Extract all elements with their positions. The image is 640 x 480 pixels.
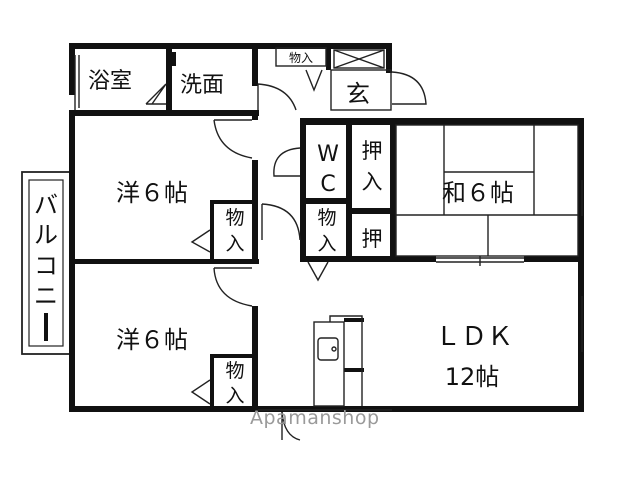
wall <box>210 200 258 204</box>
label-closet-mid-b: 入 <box>317 233 336 255</box>
balcony-label-1: バ <box>34 191 58 219</box>
wall <box>344 368 364 372</box>
label-washroom: 洗面 <box>180 73 224 98</box>
label-closet-upper-b: 入 <box>225 233 244 255</box>
label-oshiire-2: 押 <box>362 227 383 251</box>
wall <box>578 118 584 412</box>
label-japanese: 和６帖 <box>442 179 514 207</box>
door-swing <box>273 147 301 177</box>
label-wc-c: C <box>320 172 335 197</box>
label-oshiire-1a: 押 <box>362 139 383 163</box>
room-labels: 浴室 洗面 物入 玄 W C 押 入 押 物 入 物 入 物 入 洋６帖 洋６帖… <box>88 51 514 407</box>
door-swing <box>257 83 297 111</box>
wall <box>386 43 392 73</box>
label-ldk-size: 12帖 <box>445 363 500 391</box>
wall <box>300 256 396 262</box>
wall <box>300 198 350 204</box>
wall <box>352 208 394 214</box>
balcony-inner <box>28 179 64 347</box>
balcony-label-2: ル <box>34 221 58 249</box>
label-closet-lower-a: 物 <box>225 360 244 382</box>
label-entrance: 玄 <box>346 80 370 108</box>
kitchen-wall <box>329 315 363 406</box>
wall <box>166 46 172 114</box>
label-closet-upper-a: 物 <box>225 207 244 229</box>
wall <box>210 354 214 408</box>
walls <box>69 43 584 412</box>
balcony: バ ル コ ニ <box>21 171 71 355</box>
door-swing <box>305 69 323 92</box>
label-western-upper: 洋６帖 <box>116 179 188 207</box>
wall <box>69 110 259 116</box>
wall <box>300 118 584 125</box>
label-oshiire-1b: 入 <box>362 170 383 194</box>
wall <box>69 43 75 95</box>
shoe-box <box>333 49 385 69</box>
entrance-step <box>330 69 392 111</box>
wall <box>300 118 306 262</box>
balcony-label-3: コ <box>34 252 58 280</box>
balcony-long-bar <box>44 313 48 341</box>
wall <box>252 46 258 86</box>
label-ldk-name: ＬＤＫ <box>435 322 513 352</box>
door-swing <box>190 229 211 253</box>
watermark-logo: Apamanshop <box>250 407 380 429</box>
label-closet-mid-a: 物 <box>317 207 336 229</box>
label-bath: 浴室 <box>88 69 132 94</box>
wall <box>252 306 258 412</box>
sink-drain <box>331 346 337 352</box>
fixtures <box>74 47 583 441</box>
wall <box>396 256 436 262</box>
wall <box>524 256 584 262</box>
door-swing <box>307 261 329 282</box>
wall <box>172 52 176 66</box>
shoe-box-cross <box>333 49 385 69</box>
wall <box>346 118 352 262</box>
kitchen-sink <box>317 337 339 361</box>
balcony-label-4: ニ <box>34 282 58 310</box>
wall <box>69 259 259 264</box>
wall <box>210 354 258 358</box>
door-swing <box>190 379 211 405</box>
door-swing <box>213 267 253 307</box>
closet-box <box>275 47 327 67</box>
wall <box>69 406 584 412</box>
label-closet-top: 物入 <box>289 51 313 65</box>
tatami <box>395 124 579 257</box>
wall <box>326 46 331 70</box>
label-wc-w: W <box>317 142 339 167</box>
door-swing <box>391 71 427 105</box>
door-swing <box>213 119 253 159</box>
wall <box>69 43 391 49</box>
door-swing <box>145 83 167 105</box>
door-swing <box>261 203 301 241</box>
label-western-lower: 洋６帖 <box>116 326 188 354</box>
wall <box>252 110 258 120</box>
wall <box>252 160 258 262</box>
kitchen-counter <box>313 321 345 407</box>
wall <box>210 200 214 262</box>
wall <box>390 118 396 262</box>
wall <box>344 318 364 322</box>
label-closet-lower-b: 入 <box>225 385 244 407</box>
